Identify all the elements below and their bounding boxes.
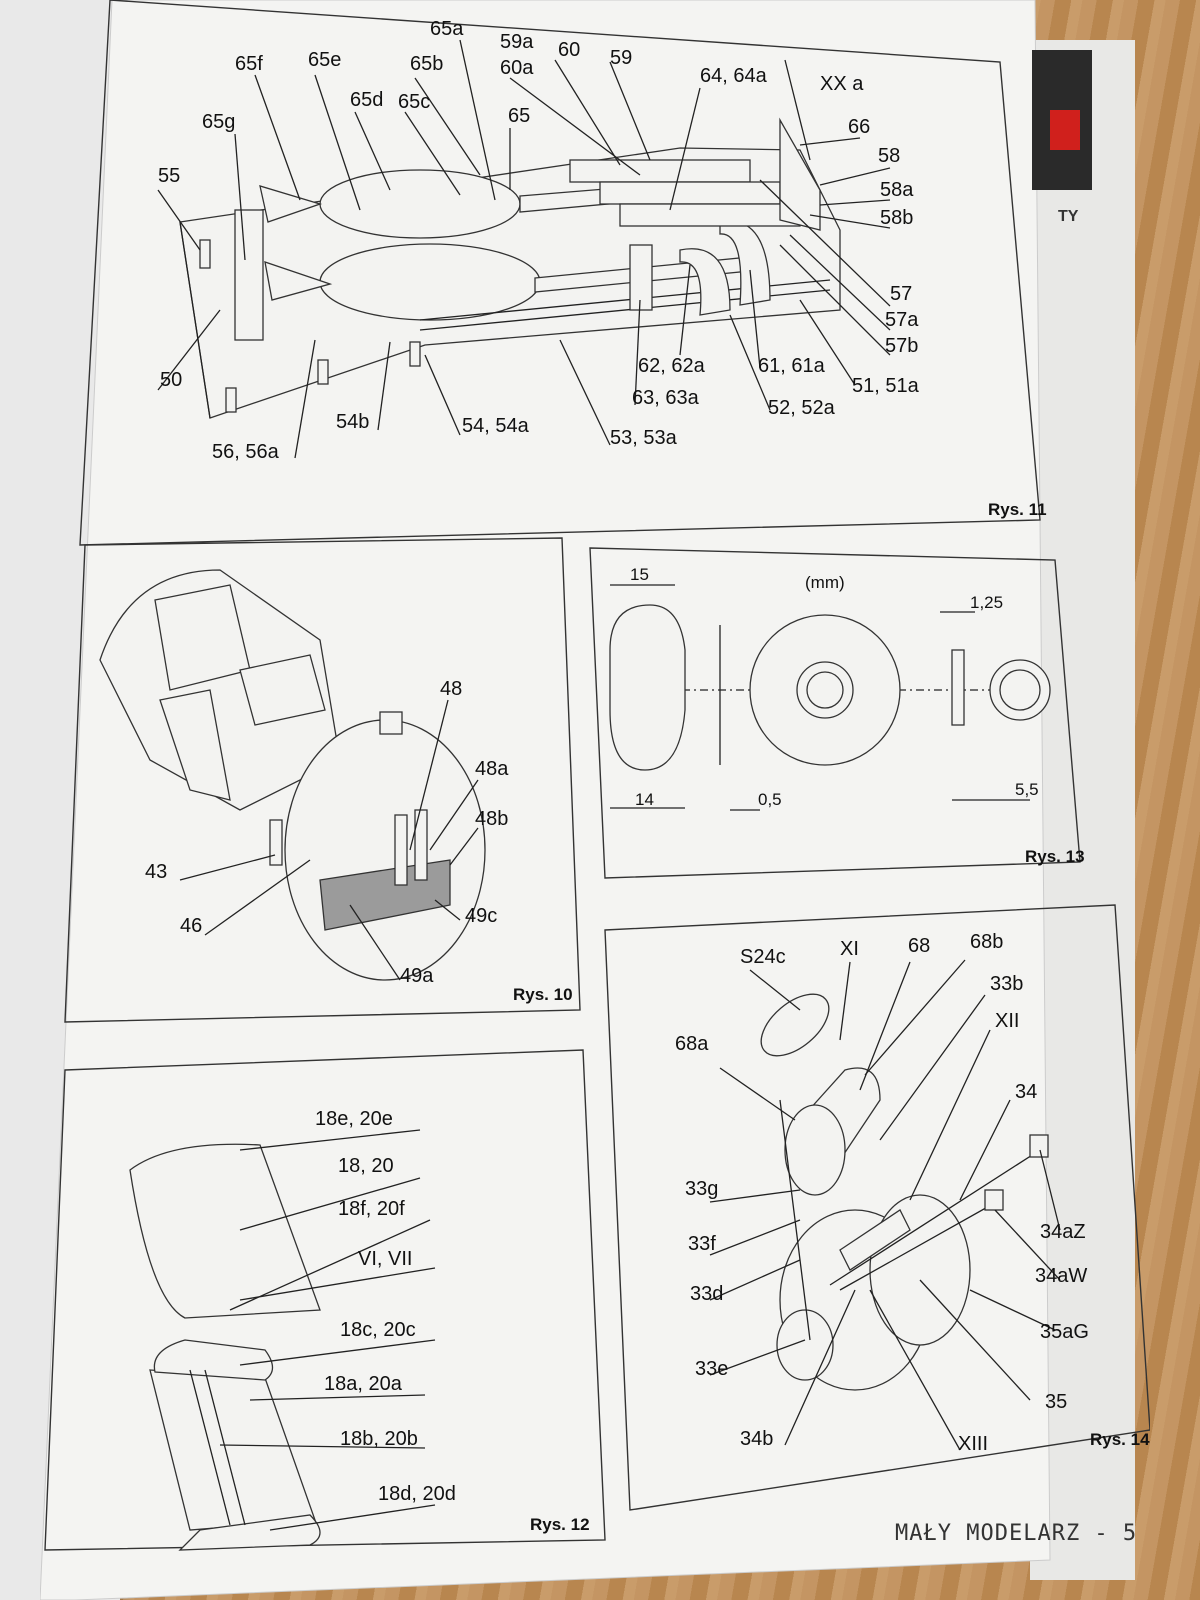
fig14-label: XII (995, 1010, 1019, 1032)
paper-sheet (40, 0, 1051, 1600)
fig11-label: 56, 56a (212, 441, 280, 463)
fig11-label: 65f (235, 53, 263, 75)
fig14-label: 33e (695, 1358, 728, 1380)
fig11-label: XX a (820, 73, 864, 95)
fig11-label: 66 (848, 116, 870, 138)
fig11-label: 63, 63a (632, 387, 700, 409)
fig11-label: 65 (508, 105, 530, 127)
fig13-dimension: 1,25 (970, 593, 1003, 612)
fig14-label: 33d (690, 1283, 723, 1305)
fig11-label: 54, 54a (462, 415, 530, 437)
fig12-label: 18b, 20b (340, 1428, 418, 1450)
fig10-label: 43 (145, 861, 167, 883)
fig11-label: 65b (410, 53, 443, 75)
fig14-label: 33b (990, 973, 1023, 995)
side-tab-text: TY (1058, 208, 1079, 225)
fig11-label: 55 (158, 165, 180, 187)
fig10-label: 49a (400, 965, 434, 987)
fig14-label: 34 (1015, 1081, 1037, 1103)
fig11-label: 60a (500, 57, 534, 79)
fig11-label: 53, 53a (610, 427, 678, 449)
fig12-label: 18e, 20e (315, 1108, 393, 1130)
fig10-label: 48b (475, 808, 508, 830)
manual-page: 65a 59a 60 59 65f 65e 65b 60a 64, 64a XX… (40, 0, 1150, 1600)
page-footer: MAŁY MODELARZ - 5 (895, 1521, 1137, 1546)
fig14-label: 34aZ (1040, 1221, 1086, 1243)
fig10-label: 48 (440, 678, 462, 700)
fig14-label: 35 (1045, 1391, 1067, 1413)
figure-rys-12: 18e, 20e 18, 20 18f, 20f VI, VII 18c, 20… (44, 1049, 606, 1551)
fig14-label: XI (840, 938, 859, 960)
fig11-label: 62, 62a (638, 355, 706, 377)
fig11-label: 54b (336, 411, 369, 433)
fig14-label: 68 (908, 935, 930, 957)
fig14-label: 35aG (1040, 1321, 1089, 1343)
fig14-label: 33g (685, 1178, 718, 1200)
fig13-dimension: 0,5 (758, 790, 782, 809)
fig14-label: 68a (675, 1033, 709, 1055)
fig11-label: 65e (308, 49, 341, 71)
fig11-label: 58b (880, 207, 913, 229)
fig14-label: XIII (958, 1433, 988, 1455)
fig14-label: 34b (740, 1428, 773, 1450)
fig11-label: 51, 51a (852, 375, 920, 397)
fig11-caption: Rys. 11 (988, 500, 1047, 519)
fig14-label: 34aW (1035, 1265, 1087, 1287)
fig14-caption: Rys. 14 (1090, 1430, 1150, 1449)
fig11-label: 59 (610, 47, 632, 69)
figure-rys-10: 48 48a 48b 43 46 49c 49a Rys. 10 (64, 537, 581, 1023)
fig12-caption: Rys. 12 (530, 1515, 590, 1534)
fig12-label: 18c, 20c (340, 1319, 416, 1341)
fig11-label: 60 (558, 39, 580, 61)
fig10-caption: Rys. 10 (513, 985, 573, 1004)
side-tab-red-mark (1050, 110, 1080, 150)
fig10-label: 48a (475, 758, 509, 780)
fig14-label: S24c (740, 946, 786, 968)
fig13-dimension: 14 (635, 790, 654, 809)
fig11-label: 57b (885, 335, 918, 357)
fig12-label: 18d, 20d (378, 1483, 456, 1505)
fig10-label: 49c (465, 905, 497, 927)
fig12-label: 18a, 20a (324, 1373, 403, 1395)
figure-rys-13: 15 (mm) 14 0,5 1,25 5,5 Rys. 13 (589, 547, 1085, 879)
fig12-label: 18f, 20f (338, 1198, 405, 1220)
fig12-label: 18, 20 (338, 1155, 394, 1177)
fig12-label: VI, VII (358, 1248, 412, 1270)
fig11-label: 58a (880, 179, 914, 201)
fig10-label: 46 (180, 915, 202, 937)
fig11-label: 64, 64a (700, 65, 768, 87)
fig11-label: 65d (350, 89, 383, 111)
fig11-label: 52, 52a (768, 397, 836, 419)
fig11-label: 61, 61a (758, 355, 826, 377)
fig11-label: 50 (160, 369, 182, 391)
fig13-dimension: 15 (630, 565, 649, 584)
figure-rys-11: 65a 59a 60 59 65f 65e 65b 60a 64, 64a XX… (79, 0, 1047, 546)
fig11-label: 59a (500, 31, 534, 53)
fig11-label: 65a (430, 18, 464, 40)
fig11-label: 57a (885, 309, 919, 331)
fig13-unit: (mm) (805, 573, 845, 592)
page-canvas: 65a 59a 60 59 65f 65e 65b 60a 64, 64a XX… (40, 0, 1150, 1600)
fig11-label: 57 (890, 283, 912, 305)
fig13-dimension: 5,5 (1015, 780, 1039, 799)
fig11-label: 65c (398, 91, 430, 113)
fig14-label: 33f (688, 1233, 716, 1255)
fig11-label: 65g (202, 111, 235, 133)
figure-rys-14: S24c XI 68 68b 33b XII 68a 34 33g 34aZ 3… (604, 904, 1150, 1511)
fig11-label: 58 (878, 145, 900, 167)
fig14-label: 68b (970, 931, 1003, 953)
side-tab (1032, 50, 1092, 190)
fig13-caption: Rys. 13 (1025, 847, 1085, 866)
